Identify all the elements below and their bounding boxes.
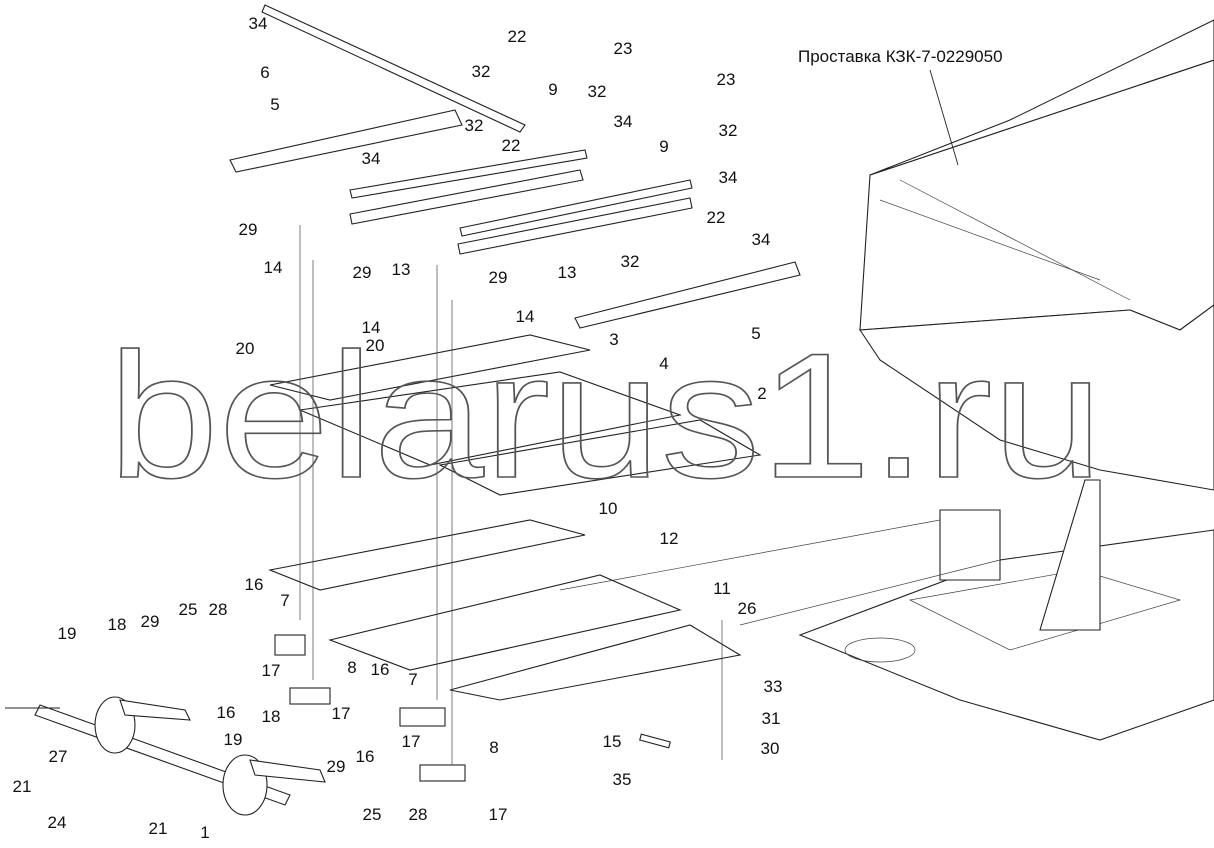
angle-5-right <box>574 261 801 329</box>
callout-12: 12 <box>660 529 679 548</box>
callout-15: 15 <box>603 732 622 751</box>
callout-24: 24 <box>48 813 67 832</box>
callout-3: 3 <box>609 330 618 349</box>
callout-11: 11 <box>713 579 731 598</box>
callout-14: 14 <box>264 258 283 277</box>
callout-21: 21 <box>13 777 32 796</box>
callout-32: 32 <box>621 252 640 271</box>
callout-10: 10 <box>599 499 618 518</box>
plate-4 <box>297 371 683 466</box>
plate-2 <box>438 419 762 496</box>
plate-10 <box>268 519 586 591</box>
strip-13-right <box>457 197 693 255</box>
plate-3 <box>269 334 591 401</box>
plate-11 <box>449 624 742 701</box>
callout-22: 22 <box>707 208 726 227</box>
callout-9: 9 <box>659 137 668 156</box>
strip-9-left <box>349 149 588 199</box>
callout-30: 30 <box>761 739 780 758</box>
callout-20: 20 <box>236 339 255 358</box>
callout-20: 20 <box>366 336 385 355</box>
callout-8: 8 <box>347 658 356 677</box>
callout-29: 29 <box>489 268 508 287</box>
strip-13-left <box>349 169 584 225</box>
callout-34: 34 <box>719 168 738 187</box>
callout-27: 27 <box>49 747 68 766</box>
callout-17: 17 <box>489 805 508 824</box>
callout-19: 19 <box>224 730 243 749</box>
callout-32: 32 <box>588 82 607 101</box>
bracket-7-right <box>399 707 446 727</box>
callout-18: 18 <box>108 615 127 634</box>
callout-17: 17 <box>332 704 351 723</box>
callout-13: 13 <box>558 263 577 282</box>
callout-4: 4 <box>659 354 668 373</box>
spacer-housing <box>798 19 1214 741</box>
callout-14: 14 <box>362 318 381 337</box>
callout-16: 16 <box>356 747 375 766</box>
callout-17: 17 <box>402 732 421 751</box>
callout-9: 9 <box>548 80 557 99</box>
callout-7: 7 <box>408 670 417 689</box>
callout-32: 32 <box>719 121 738 140</box>
callout-5: 5 <box>751 324 760 343</box>
callout-7: 7 <box>280 591 289 610</box>
callout-32: 32 <box>472 62 491 81</box>
callout-34: 34 <box>249 14 268 33</box>
callout-29: 29 <box>141 612 160 631</box>
callout-26: 26 <box>738 599 757 618</box>
callout-22: 22 <box>508 27 527 46</box>
strip-6 <box>261 4 526 133</box>
callout-17: 17 <box>262 661 281 680</box>
callout-16: 16 <box>217 703 236 722</box>
callout-31: 31 <box>762 709 781 728</box>
callout-34: 34 <box>752 230 771 249</box>
callout-13: 13 <box>392 260 411 279</box>
callout-25: 25 <box>179 600 198 619</box>
callout-34: 34 <box>614 112 633 131</box>
callout-2: 2 <box>757 384 766 403</box>
plate-12 <box>328 574 682 671</box>
strip-9-right <box>459 179 693 237</box>
callout-18: 18 <box>262 707 281 726</box>
callout-14: 14 <box>516 307 535 326</box>
bracket-8-left <box>289 687 331 705</box>
bracket-7-left <box>274 634 306 656</box>
callout-25: 25 <box>363 805 382 824</box>
callout-28: 28 <box>209 600 228 619</box>
callout-21: 21 <box>149 819 168 838</box>
clip-15 <box>639 733 671 749</box>
bracket-8-right <box>419 764 466 782</box>
assembly-title: Проставка КЗК-7-0229050 <box>798 47 1003 66</box>
callout-23: 23 <box>717 70 736 89</box>
watermark: belarus1.ru <box>108 316 1103 515</box>
callout-34: 34 <box>362 149 381 168</box>
callout-16: 16 <box>371 660 390 679</box>
callout-8: 8 <box>489 738 498 757</box>
angle-5-left <box>229 109 463 173</box>
callout-33: 33 <box>764 677 783 696</box>
callout-29: 29 <box>327 757 346 776</box>
callout-35: 35 <box>613 770 632 789</box>
callout-16: 16 <box>245 575 264 594</box>
callout-29: 29 <box>353 263 372 282</box>
callout-28: 28 <box>409 805 428 824</box>
callout-23: 23 <box>614 39 633 58</box>
callout-1: 1 <box>200 823 209 842</box>
axle-assembly-1 <box>5 696 326 816</box>
callout-22: 22 <box>502 136 521 155</box>
callout-32: 32 <box>465 116 484 135</box>
callout-6: 6 <box>260 63 269 82</box>
assembly-lines <box>299 225 1001 780</box>
title-leader <box>929 69 959 166</box>
callout-19: 19 <box>58 624 77 643</box>
callout-5: 5 <box>270 95 279 114</box>
callout-29: 29 <box>239 220 258 239</box>
